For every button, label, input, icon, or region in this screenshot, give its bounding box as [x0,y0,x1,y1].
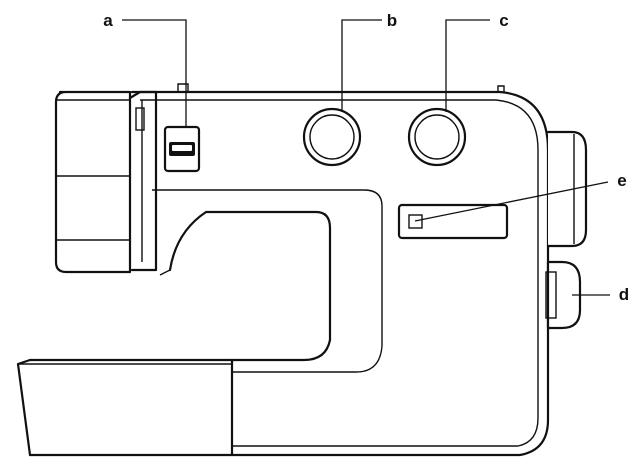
spool-pin-right [497,85,505,92]
spool-pin-left [177,83,189,92]
panel-e-indicator [408,214,423,229]
dial-c-ring [414,114,460,160]
callout-b: b [387,11,397,30]
leader-c [445,19,490,112]
callout-c: c [499,11,508,30]
callout-e: e [617,171,626,190]
dial-b-ring [309,114,355,160]
arm-opening [28,210,332,362]
callout-d: d [619,285,629,304]
machine-body-inner [140,99,539,447]
handwheel [546,130,588,248]
leader-b [341,19,382,112]
take-up-lever [135,107,145,131]
dial-b [302,107,362,167]
dial-c [407,107,467,167]
needle-head-block [54,90,132,274]
leader-a [122,19,187,127]
free-arm-bed [16,358,234,457]
callout-a: a [103,11,113,30]
panel-e [397,203,509,240]
switch-a-rocker-face [172,145,192,151]
take-up-rail [128,90,158,272]
knob-d-collar [545,271,557,319]
machine-body-outer [28,90,550,457]
leader-e [414,181,609,222]
arm-inner-top [152,189,383,373]
